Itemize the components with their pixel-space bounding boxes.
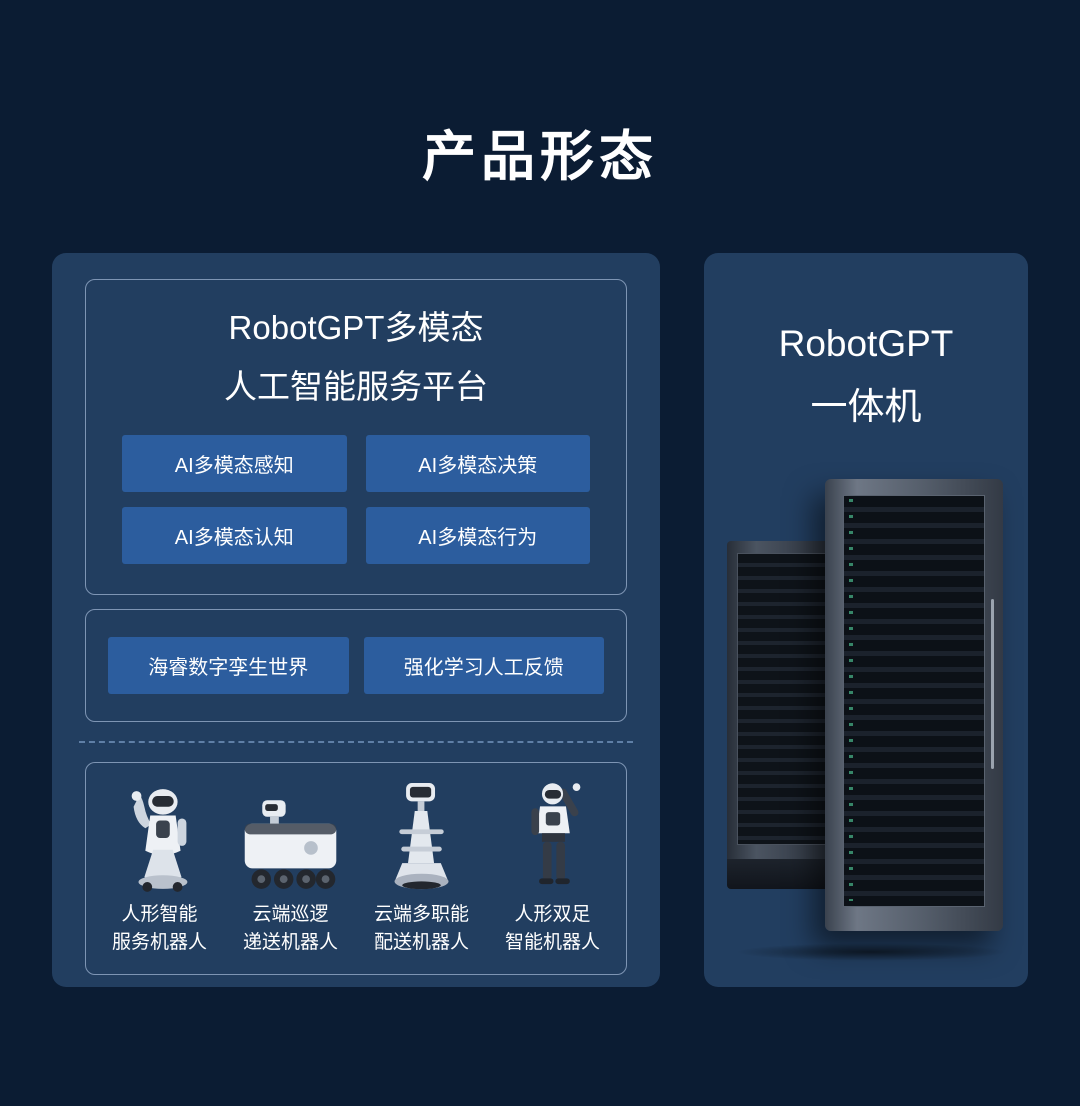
bipedal-humanoid-robot-icon [517, 777, 589, 895]
robot-item-humanoid-service: 人形智能 服务机器人 [94, 777, 225, 958]
robot-caption: 人形双足 智能机器人 [505, 901, 600, 958]
robot-item-bipedal-humanoid: 人形双足 智能机器人 [487, 777, 618, 958]
module-chip-digital-twin: 海睿数字孪生世界 [108, 636, 349, 694]
robot-caption: 云端巡逻 递送机器人 [243, 901, 338, 958]
cloud-patrol-delivery-robot-icon [235, 777, 347, 895]
platform-box: RobotGPT多模态 人工智能服务平台 AI多模态感知 AI多模态决策 AI多… [85, 279, 627, 595]
robot-caption: 人形智能 服务机器人 [112, 901, 207, 958]
capability-chip-behavior: AI多模态行为 [365, 506, 590, 564]
robot-caption: 云端多职能 配送机器人 [374, 901, 469, 958]
robot-caption-line2: 配送机器人 [373, 932, 469, 954]
page-title: 产品形态 [422, 127, 658, 187]
capability-chip-perception: AI多模态感知 [122, 434, 347, 492]
panels-row: RobotGPT多模态 人工智能服务平台 AI多模态感知 AI多模态决策 AI多… [52, 253, 1028, 987]
robot-caption-line1: 云端多职能 [373, 903, 469, 925]
allinone-title-line2: 一体机 [810, 385, 922, 427]
robot-caption-line2: 服务机器人 [111, 932, 207, 954]
robot-caption-line2: 递送机器人 [242, 932, 338, 954]
server-rack-handle [991, 598, 994, 769]
modules-box: 海睿数字孪生世界 强化学习人工反馈 [85, 608, 627, 722]
allinone-title: RobotGPT 一体机 [779, 313, 954, 439]
capability-chip-cognition: AI多模态认知 [122, 506, 347, 564]
allinone-title-line1: RobotGPT [778, 323, 954, 364]
capability-grid: AI多模态感知 AI多模态决策 AI多模态认知 AI多模态行为 [122, 434, 590, 564]
platform-title: RobotGPT多模态 人工智能服务平台 [122, 298, 590, 417]
platform-title-line1: RobotGPT多模态 [228, 309, 484, 346]
robots-box: 人形智能 服务机器人 [85, 761, 627, 975]
dashed-divider [79, 740, 633, 743]
allinone-panel: RobotGPT 一体机 [704, 253, 1028, 987]
server-rack-back-slats [737, 552, 835, 845]
server-rack-leds [849, 498, 853, 901]
robot-item-multirole-delivery: 云端多职能 配送机器人 [356, 777, 487, 958]
capability-chip-decision: AI多模态决策 [365, 434, 590, 492]
server-rack-front [825, 478, 1003, 931]
module-chip-rlhf: 强化学习人工反馈 [363, 636, 604, 694]
platform-title-line2: 人工智能服务平台 [224, 368, 488, 406]
server-rack-towers-image [725, 478, 1007, 961]
server-rack-shadow [735, 942, 1007, 961]
robot-caption-line1: 人形智能 [121, 903, 198, 925]
humanoid-service-robot-icon [116, 777, 204, 895]
robot-caption-line1: 人形双足 [514, 903, 591, 925]
robot-caption-line1: 云端巡逻 [252, 903, 329, 925]
server-rack-front-slats [843, 494, 985, 907]
robot-caption-line2: 智能机器人 [504, 932, 600, 954]
platform-panel: RobotGPT多模态 人工智能服务平台 AI多模态感知 AI多模态决策 AI多… [52, 253, 660, 987]
cloud-multirole-delivery-robot-icon [381, 777, 463, 895]
robot-item-patrol-delivery: 云端巡逻 递送机器人 [225, 777, 356, 958]
